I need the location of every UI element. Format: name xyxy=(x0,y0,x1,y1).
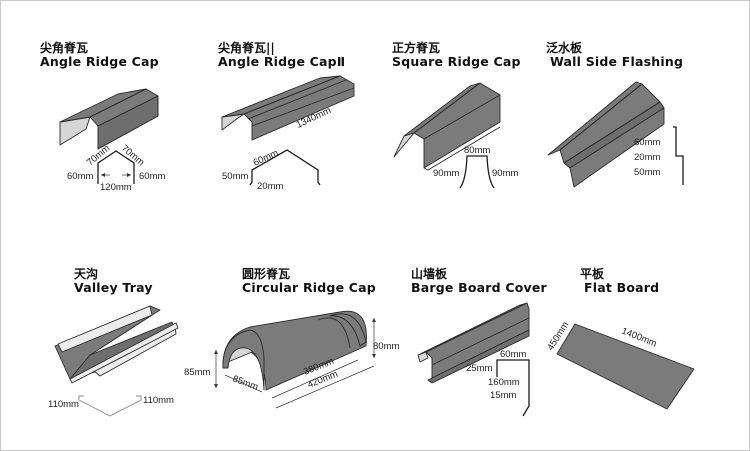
dim-label: 80mm xyxy=(373,341,399,352)
title-zh: 正方脊瓦 xyxy=(392,41,441,55)
dim-label: 110mm xyxy=(143,395,174,406)
dim-label: 15mm xyxy=(490,390,516,401)
title-en: Angle Ridge CapⅡ xyxy=(218,54,346,70)
product-title-flat-board: 平板 Flat Board xyxy=(580,267,660,296)
circular-ridge-cap-illustration xyxy=(222,310,367,391)
title-en: Square Ridge Cap xyxy=(392,54,521,70)
wall-side-flashing-illustration xyxy=(547,81,665,188)
dim-label: 60mm xyxy=(139,171,165,182)
product-title-circular-ridge-cap: 圆形脊瓦 Circular Ridge Cap xyxy=(242,267,376,296)
flat-board-illustration: 450mm 1400mm xyxy=(545,320,695,410)
circular-ridge-cap-dimensions: 85mm 85mm 80mm 380mm 420mm xyxy=(184,318,399,409)
dim-label: 25mm xyxy=(466,363,492,374)
dim-label: 85mm xyxy=(184,367,210,378)
product-title-valley-tray: 天沟 Valley Tray xyxy=(74,267,153,296)
dim-label: 60mm xyxy=(252,148,281,169)
title-zh: 天沟 xyxy=(74,267,99,281)
title-en: Wall Side Flashing xyxy=(550,54,684,70)
valley-tray-illustration xyxy=(54,305,179,384)
square-ridge-cap-illustration xyxy=(393,82,501,171)
dim-label: 20mm xyxy=(257,181,283,192)
square-ridge-cap-profile: 80mm 90mm 90mm xyxy=(433,145,518,189)
title-zh: 圆形脊瓦 xyxy=(242,267,291,281)
product-title-angle-ridge-cap: 尖角脊瓦 Angle Ridge Cap xyxy=(40,41,159,70)
angle-ridge-cap-2-illustration: 1340mm xyxy=(221,75,355,141)
dim-label: 90mm xyxy=(433,168,459,179)
dim-label: 50mm xyxy=(222,171,248,182)
angle-ridge-cap-illustration xyxy=(59,88,159,150)
title-en: Circular Ridge Cap xyxy=(242,280,376,296)
dim-label: 85mm xyxy=(231,373,260,392)
dim-label: 90mm xyxy=(492,168,518,179)
title-zh: 尖角脊瓦|| xyxy=(218,41,275,55)
title-zh: 泛水板 xyxy=(546,41,583,55)
product-title-barge-board-cover: 山墙板 Barge Board Cover xyxy=(411,267,547,296)
title-zh: 平板 xyxy=(580,267,605,281)
dim-label: 160mm xyxy=(488,377,520,388)
angle-ridge-cap-profile: 70mm 70mm 60mm 60mm 120mm xyxy=(67,143,165,193)
valley-tray-profile: 110mm 110mm xyxy=(48,395,174,417)
title-zh: 尖角脊瓦 xyxy=(40,41,89,55)
title-en: Angle Ridge Cap xyxy=(40,54,159,70)
dim-label: 80mm xyxy=(464,145,490,156)
dim-label: 110mm xyxy=(48,399,79,410)
dim-label: 120mm xyxy=(100,182,132,193)
product-title-wall-side-flashing: 泛水板 Wall Side Flashing xyxy=(546,41,684,70)
title-en: Valley Tray xyxy=(74,280,153,296)
dim-label: 50mm xyxy=(634,167,660,178)
angle-ridge-cap-2-profile: 60mm 50mm 20mm xyxy=(222,148,321,192)
dim-label: 60mm xyxy=(67,171,93,182)
title-en: Flat Board xyxy=(584,280,660,296)
title-zh: 山墙板 xyxy=(411,267,448,281)
barge-board-cover-profile: 60mm 25mm 160mm 15mm xyxy=(466,349,530,417)
barge-board-cover-illustration xyxy=(417,302,530,384)
title-en: Barge Board Cover xyxy=(411,280,547,296)
dim-label: 60mm xyxy=(500,349,526,360)
product-title-square-ridge-cap: 正方脊瓦 Square Ridge Cap xyxy=(392,41,521,70)
product-title-angle-ridge-cap-2: 尖角脊瓦|| Angle Ridge CapⅡ xyxy=(218,41,346,70)
dim-label: 60mm xyxy=(634,137,660,148)
wall-side-flashing-profile: 60mm 20mm 50mm xyxy=(634,126,684,185)
dim-label: 20mm xyxy=(634,152,660,163)
